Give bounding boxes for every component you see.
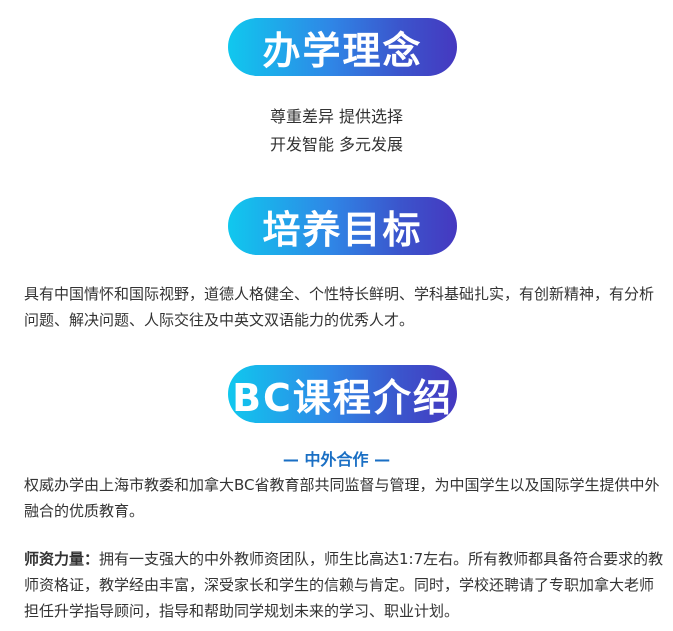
section-title-philosophy: 办学理念 (228, 18, 457, 76)
faculty-label: 师资力量： (24, 550, 100, 568)
faculty-text: 拥有一支强大的中外教师资团队，师生比高达1:7左右。所有教师都具备符合要求的教师… (24, 550, 664, 620)
philosophy-line-1: 尊重差异 提供选择 (269, 107, 404, 126)
section-title-philosophy-text: 办学理念 (262, 28, 423, 73)
section-title-bc-course-text: BC课程介绍 (232, 375, 453, 420)
goals-paragraph: 具有中国情怀和国际视野，道德人格健全、个性特长鲜明、学科基础扎实，有创新精神，有… (24, 285, 655, 329)
bc-intro-paragraph: 权威办学由上海市教委和加拿大BC省教育部共同监督与管理，为中国学生以及国际学生提… (24, 476, 660, 520)
section-title-bc-course: BC课程介绍 (228, 365, 457, 423)
bc-subtitle: — 中外合作 — (282, 450, 391, 469)
philosophy-line-2: 开发智能 多元发展 (269, 135, 404, 154)
faculty-paragraph: 师资力量：拥有一支强大的中外教师资团队，师生比高达1:7左右。所有教师都具备符合… (24, 546, 664, 624)
section-title-goals: 培养目标 (228, 197, 457, 255)
section-title-goals-text: 培养目标 (262, 207, 423, 252)
